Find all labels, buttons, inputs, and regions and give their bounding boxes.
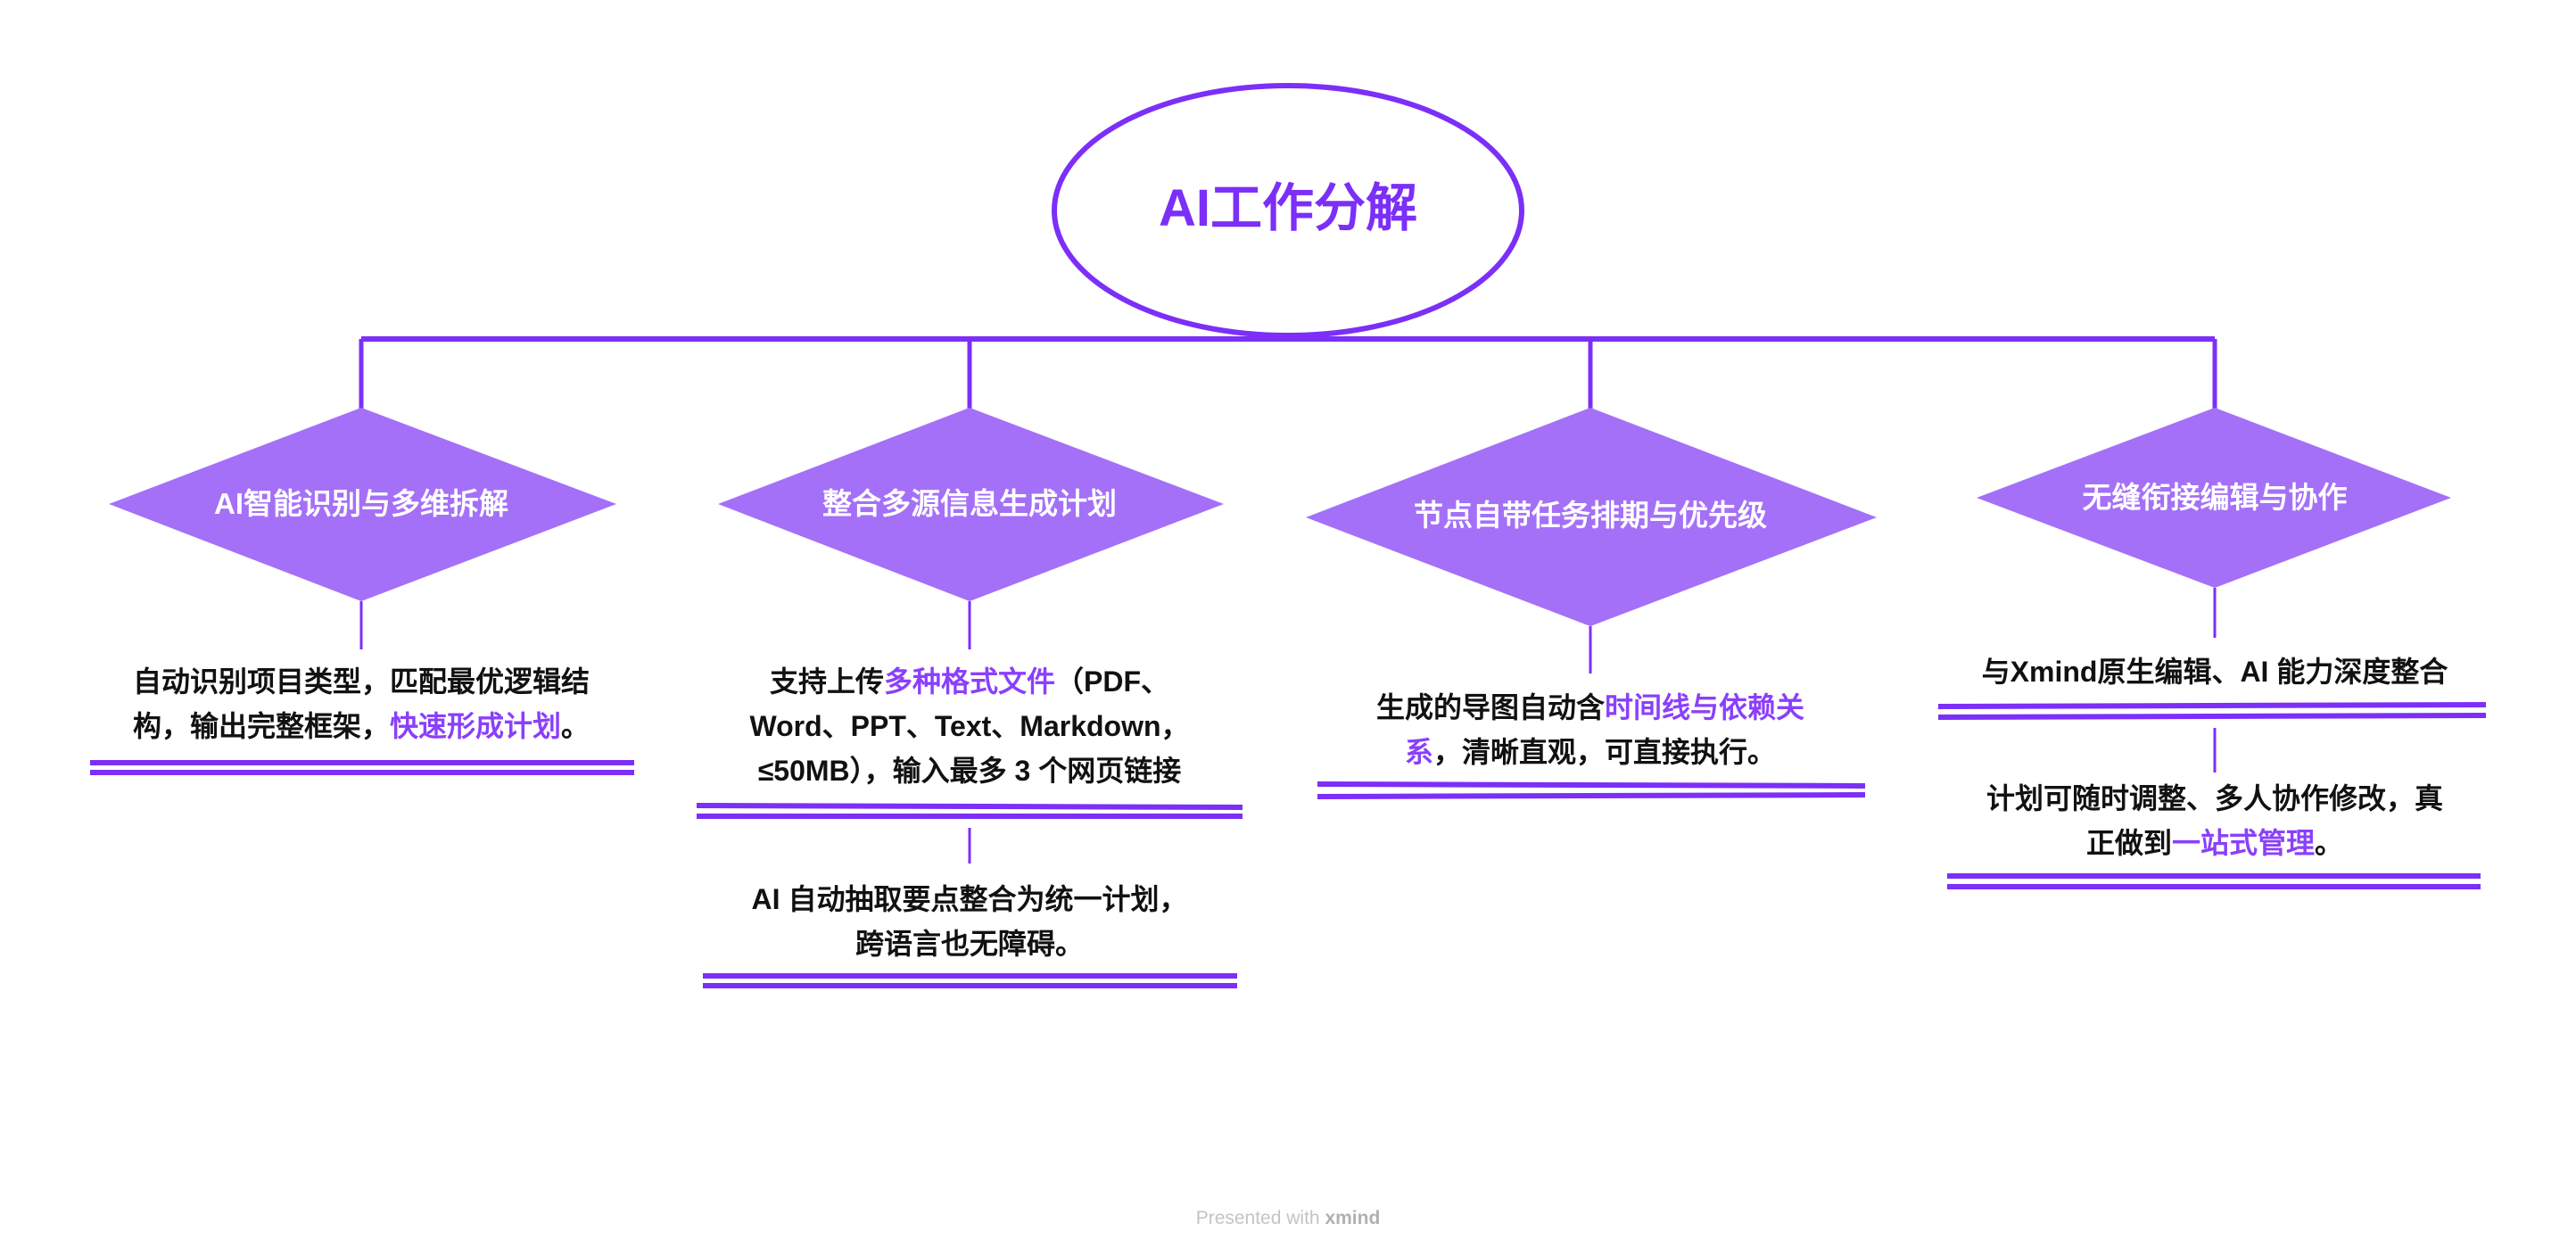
- topic-note-4b: 计划可随时调整、多人协作修改，真 正做到一站式管理。: [1947, 776, 2482, 865]
- note-text: （PDF、: [1055, 665, 1170, 698]
- topic-diamond-1[interactable]: [109, 408, 616, 601]
- note-line: 跨语言也无障碍。: [702, 921, 1237, 966]
- note-text: 自动识别项目类型，匹配最优逻辑结: [132, 665, 590, 698]
- note-line: 正做到一站式管理。: [1947, 821, 2482, 865]
- note-highlight: 多种格式文件: [883, 665, 1055, 698]
- note-underline: [696, 803, 1243, 810]
- note-text: 支持上传: [769, 665, 884, 698]
- topic-diamond-3[interactable]: [1306, 408, 1877, 626]
- note-line: 构，输出完整框架，快速形成计划。: [94, 704, 629, 748]
- note-line: Word、PPT、Text、Markdown，: [702, 704, 1237, 748]
- note-text: AI 自动抽取要点整合为统一计划，: [751, 883, 1188, 915]
- note-text: 。: [2315, 827, 2344, 859]
- note-line: 系，清晰直观，可直接执行。: [1323, 730, 1858, 774]
- note-text: 与Xmind原生编辑、AI 能力深度整合: [1981, 656, 2448, 688]
- presented-with-footer: Presented with xmind: [1110, 1208, 1466, 1229]
- note-text: 。: [561, 710, 590, 742]
- note-highlight: 快速形成计划: [389, 710, 561, 742]
- note-line: 自动识别项目类型，匹配最优逻辑结: [94, 659, 629, 704]
- note-text: ，清晰直观，可直接执行。: [1433, 736, 1777, 768]
- topic-title-3[interactable]: 节点自带任务排期与优先级: [1414, 499, 1767, 532]
- note-text: 计划可随时调整、多人协作修改，真: [1986, 782, 2443, 814]
- note-text: 构，输出完整框架，: [132, 710, 390, 742]
- root-topic-title[interactable]: AI工作分解: [1158, 179, 1417, 237]
- topic-note-4a: 与Xmind原生编辑、AI 能力深度整合: [1947, 649, 2482, 694]
- topic-title-2[interactable]: 整合多源信息生成计划: [822, 487, 1117, 520]
- note-text: Word、PPT、Text、Markdown，: [749, 710, 1190, 742]
- note-line: 与Xmind原生编辑、AI 能力深度整合: [1947, 649, 2482, 694]
- topic-note-2a: 支持上传多种格式文件（PDF、 Word、PPT、Text、Markdown， …: [702, 659, 1237, 793]
- note-underline: [1317, 781, 1866, 789]
- note-underline: [1937, 713, 2487, 720]
- note-text: 正做到: [2085, 827, 2172, 859]
- xmind-brand[interactable]: xmind: [1325, 1208, 1381, 1228]
- note-underline: [1937, 702, 2487, 709]
- topic-note-1: 自动识别项目类型，匹配最优逻辑结 构，输出完整框架，快速形成计划。: [94, 659, 629, 748]
- note-text: 生成的导图自动含: [1375, 691, 1605, 723]
- topic-diamond-4[interactable]: [1977, 408, 2451, 588]
- footer-prefix: Presented with: [1195, 1208, 1320, 1228]
- note-line: AI 自动抽取要点整合为统一计划，: [702, 877, 1237, 921]
- topic-diamond-2[interactable]: [718, 408, 1224, 601]
- topic-note-2b: AI 自动抽取要点整合为统一计划， 跨语言也无障碍。: [702, 877, 1237, 966]
- note-underline: [1317, 792, 1866, 799]
- note-highlight: 一站式管理: [2171, 827, 2315, 859]
- topic-title-1[interactable]: AI智能识别与多维拆解: [214, 487, 508, 520]
- note-line: 计划可随时调整、多人协作修改，真: [1947, 776, 2482, 821]
- topic-title-4[interactable]: 无缝衔接编辑与协作: [2082, 481, 2348, 514]
- note-line: 支持上传多种格式文件（PDF、: [702, 659, 1237, 704]
- note-line: 生成的导图自动含时间线与依赖关: [1323, 685, 1858, 730]
- note-highlight: 时间线与依赖关: [1605, 691, 1805, 723]
- topic-note-3: 生成的导图自动含时间线与依赖关 系，清晰直观，可直接执行。: [1323, 685, 1858, 774]
- note-text: ≤50MB），输入最多 3 个网页链接: [757, 755, 1182, 787]
- note-line: ≤50MB），输入最多 3 个网页链接: [702, 748, 1237, 793]
- note-text: 跨语言也无障碍。: [855, 928, 1084, 960]
- note-highlight: 系: [1404, 736, 1433, 768]
